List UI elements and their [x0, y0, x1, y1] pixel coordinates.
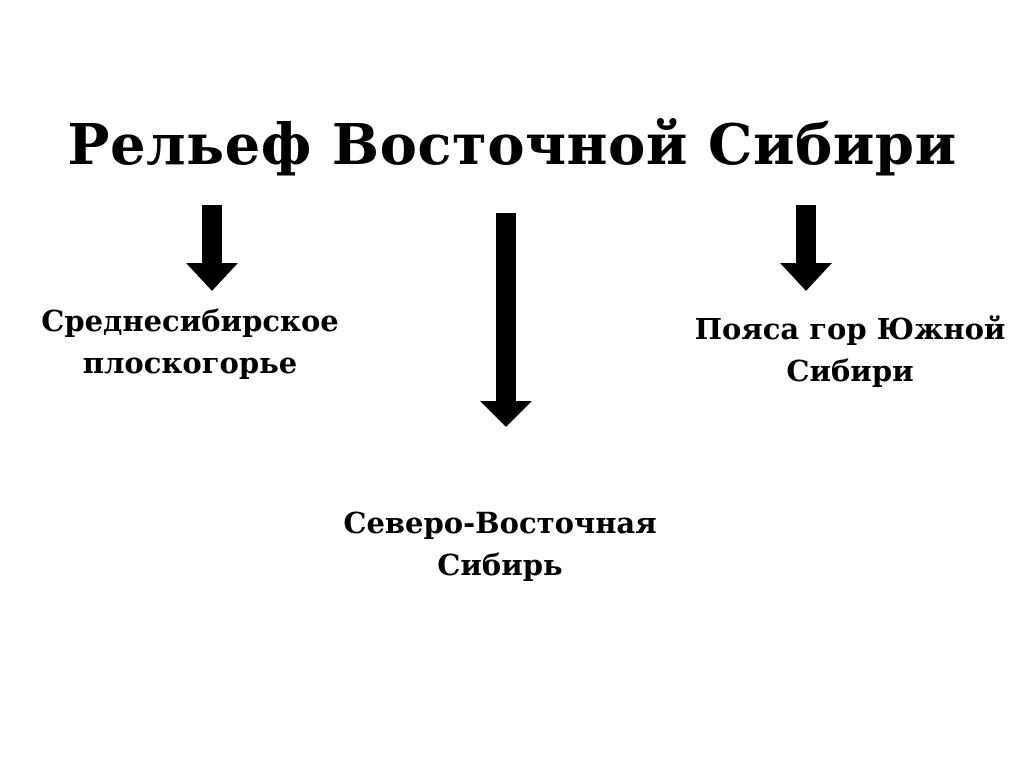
arrow-down-long-icon	[480, 213, 532, 427]
diagram-title: Рельеф Восточной Сибири	[67, 112, 957, 178]
arrow-down-icon	[780, 205, 832, 291]
node-label-line: Сибири	[786, 354, 914, 389]
arrow-down-icon	[186, 205, 238, 291]
node-central-siberian-plateau: Среднесибирское плоскогорье	[20, 300, 360, 384]
node-northeast-siberia: Северо-Восточная Сибирь	[330, 502, 670, 586]
node-south-siberia-mountains: Пояса гор Южной Сибири	[680, 308, 1020, 392]
node-label-line: плоскогорье	[82, 346, 298, 381]
node-label-line: Пояса гор Южной	[694, 312, 1006, 346]
node-label-line: Северо-Восточная	[343, 506, 657, 540]
node-label-line: Сибирь	[437, 548, 563, 583]
node-label-line: Среднесибирское	[41, 304, 339, 338]
